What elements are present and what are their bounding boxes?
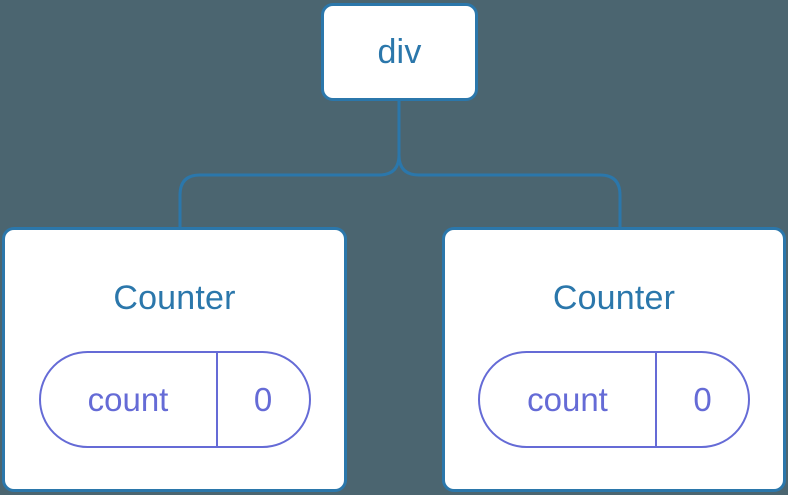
state-pill-divider-2 [655,353,657,446]
node-counter-1-title: Counter [113,279,236,317]
node-div-label: div [377,33,422,71]
connector-to-child-2 [397,153,622,229]
connector-to-child-1 [178,153,401,229]
state-pill-counter-2[interactable]: count 0 [478,351,750,448]
state-key-counter-2: count [527,381,608,418]
node-counter-2-title: Counter [552,279,676,317]
state-pill-counter-1[interactable]: count 0 [38,351,311,448]
node-div[interactable]: div [321,3,478,101]
state-value-counter-1: 0 [253,381,273,418]
state-pill-divider-1 [215,353,218,446]
node-counter-1[interactable]: Counter count 0 [2,227,347,492]
state-key-counter-1: count [87,381,169,418]
state-value-counter-2: 0 [693,381,712,418]
node-counter-2[interactable]: Counter count 0 [442,227,786,492]
